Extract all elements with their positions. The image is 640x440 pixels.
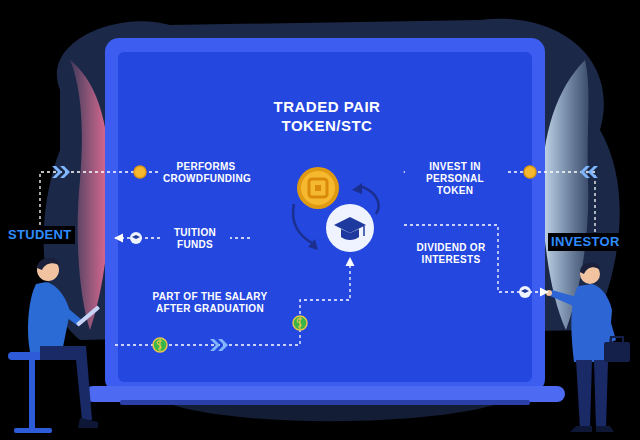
monitor-base-shadow xyxy=(120,400,530,405)
monitor xyxy=(85,38,565,405)
investor-party: INVESTOR xyxy=(548,232,636,437)
investor-figure xyxy=(546,263,630,432)
monitor-bezel xyxy=(105,38,545,393)
flow-label: DIVIDEND OR INTERESTS xyxy=(410,241,492,267)
flow-label: PART OF THE SALARY AFTER GRADUATION xyxy=(135,290,285,316)
dollar-icon xyxy=(153,316,307,352)
flow-label: INVEST IN PERSONAL TOKEN xyxy=(405,160,505,198)
flow-icons xyxy=(52,166,598,352)
token-hub: TRADED PAIR TOKEN/STC xyxy=(250,95,404,258)
flow-label: PERFORMS CROWDFUNDING xyxy=(160,160,252,186)
student-party: STUDENT xyxy=(5,225,115,435)
node-heading: STUDENT xyxy=(5,226,75,244)
flow-connector xyxy=(115,258,350,345)
chevrons xyxy=(52,166,598,351)
monitor-base xyxy=(85,386,565,402)
flow-connector xyxy=(404,225,548,292)
connectors xyxy=(40,172,595,345)
node-heading: TRADED PAIR TOKEN/STC xyxy=(250,95,404,135)
dark-blobs xyxy=(44,19,620,422)
flow-label: TUITION FUNDS xyxy=(160,226,230,252)
token-coin xyxy=(297,167,339,209)
node-heading: INVESTOR xyxy=(548,233,623,251)
monitor-screen xyxy=(118,52,532,382)
pink-glow xyxy=(70,60,110,330)
graduation-badge xyxy=(326,204,374,252)
student-figure xyxy=(8,258,100,433)
